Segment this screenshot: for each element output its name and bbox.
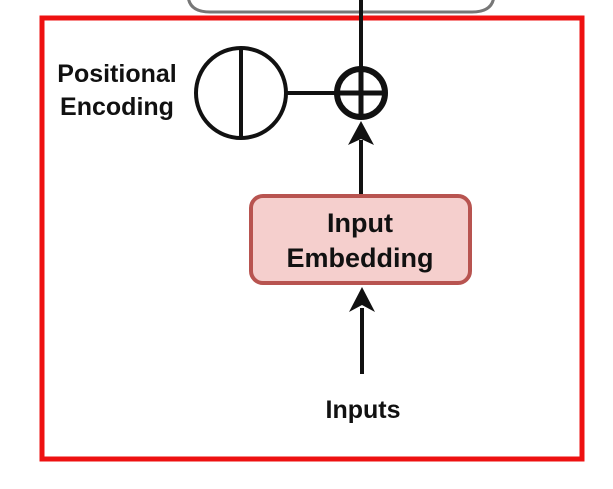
arrow-embedding-to-add xyxy=(348,121,374,196)
add-operator-icon xyxy=(334,66,388,120)
upper-block-bottom-edge xyxy=(187,0,495,14)
input-embedding-label-line1: Input xyxy=(327,208,393,238)
positional-encoding-label-line1: Positional xyxy=(57,60,176,88)
highlight-frame xyxy=(39,15,585,462)
positional-encoding-label-line2: Encoding xyxy=(60,93,174,121)
inputs-label: Inputs xyxy=(326,396,401,424)
arrowhead-icon xyxy=(348,121,374,145)
positional-encoding-icon xyxy=(194,46,288,140)
arrow-inputs-to-embedding xyxy=(349,287,375,374)
input-embedding-label-line2: Embedding xyxy=(287,243,434,273)
input-embedding-block: Input Embedding xyxy=(249,194,472,285)
arrowhead-icon xyxy=(349,287,375,312)
